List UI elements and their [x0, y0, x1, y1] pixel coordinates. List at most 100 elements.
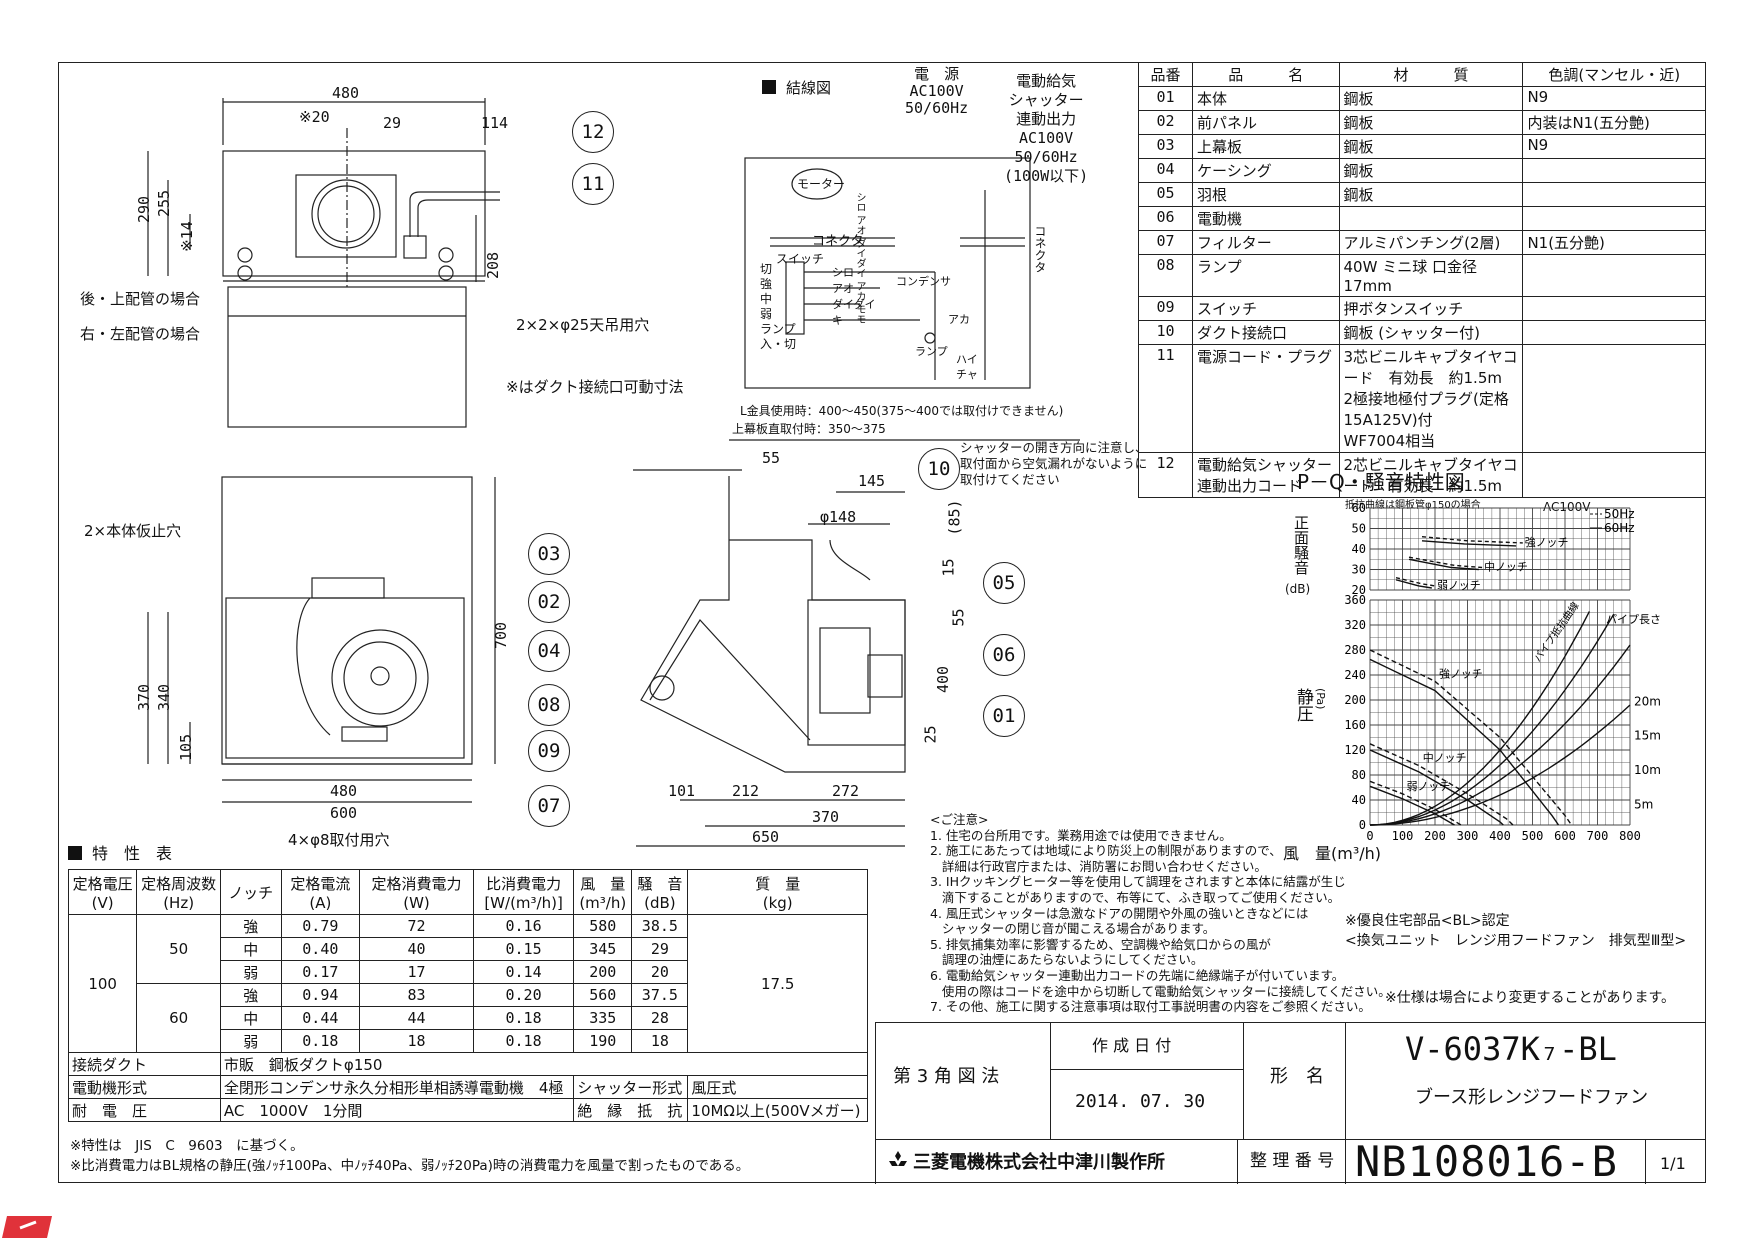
parts-cell: フィルター	[1192, 230, 1340, 255]
caution-line: 2. 施工にあたっては地域により防災上の制限がありますので、	[930, 843, 1282, 859]
spec-extra-row: 接続ダクト市販 鋼板ダクトφ150	[68, 1052, 869, 1076]
part-bubble: 11	[572, 163, 614, 205]
caution-line: 調理の油煙にあたらないようにしてください。	[930, 952, 1204, 968]
label-temp-holes: 2×本体仮止穴	[84, 522, 182, 540]
caution-line: 滴下することがありますので、布等にて、ふき取ってご使用ください。	[930, 889, 1341, 905]
noise-tick-label: 20	[1352, 583, 1366, 597]
parts-cell: 鋼板 (シャッター付)	[1338, 320, 1524, 345]
spec-cell: 28	[631, 1006, 689, 1030]
spec-header-cell: ノッチ	[219, 869, 282, 915]
title-block: 第 3 角 図 法 作 成 日 付 2014. 07. 30 形 名 V-603…	[875, 1022, 1706, 1184]
parts-cell: 07	[1137, 230, 1194, 255]
spec-cell: 弱	[219, 960, 282, 984]
noise-curve-50hz	[1408, 556, 1483, 569]
spec-change-note: ※仕様は場合により変更することがあります。	[1385, 990, 1676, 1006]
dim-label: 212	[732, 782, 760, 800]
spec-cell: 72	[359, 914, 474, 938]
pipe-length-title: パイプ長さ	[1606, 613, 1660, 626]
spec-cell: 83	[359, 983, 474, 1007]
part-bubble: 01	[983, 695, 1025, 737]
spec-header-cell: 比消費電力 [W/(m³/h)]	[472, 869, 575, 915]
spec-cell: 0.16	[472, 914, 575, 938]
parts-cell	[1522, 158, 1706, 183]
parts-cell: 鋼板	[1338, 134, 1524, 159]
spec-cell: 37.5	[631, 983, 689, 1007]
x-tick-label: 700	[1587, 829, 1609, 843]
dim-label: 700	[492, 621, 511, 650]
chart-power: AC100V	[1543, 500, 1591, 514]
spec-table: 定格電圧 (V)定格周波数 (Hz)ノッチ定格電流 (A)定格消費電力 (W)比…	[67, 869, 869, 1122]
pressure-tick-label: 0	[1359, 818, 1366, 832]
bracket-note-1: L金具使用時：400～450(375～400では取付けできません)	[740, 404, 1064, 418]
resistance-curve	[1369, 704, 1631, 826]
spec-mass: 17.5	[687, 914, 868, 1053]
dim-label: 370	[812, 808, 840, 826]
dim-label: 480	[332, 84, 360, 102]
spec-cell: 18	[631, 1029, 689, 1053]
dim-label: ※20	[299, 108, 330, 126]
pipe-length-label: 20m	[1634, 694, 1660, 708]
dim-label: 105	[177, 733, 196, 762]
side-view-outline	[633, 439, 1080, 847]
parts-cell: 08	[1137, 254, 1194, 297]
label-rear-piping: 後・上配管の場合	[80, 290, 201, 308]
pressure-tick-label: 280	[1344, 643, 1366, 657]
part-bubble: 07	[528, 785, 570, 827]
noise-curve-60hz	[1421, 540, 1517, 547]
corner-logo-icon	[2, 1216, 52, 1238]
dim-label: 480	[330, 782, 358, 800]
parts-header-row: 品番品 名材 質色調(マンセル・近)	[1137, 62, 1706, 87]
serial-label: 整 理 番 号	[1250, 1151, 1335, 1171]
spec-cell: 0.18	[280, 1029, 361, 1053]
spec-voltage: 100	[67, 914, 138, 1053]
model-label: 形 名	[1270, 1066, 1324, 1087]
resistance-curve	[1369, 613, 1615, 826]
connector-label: コネクタ	[812, 234, 864, 249]
part-bubble: 03	[528, 533, 570, 575]
dim-label: 272	[832, 782, 860, 800]
part-bubble: 12	[572, 111, 614, 153]
spec-header-cell: 風 量 (m³/h)	[573, 869, 633, 915]
spec-footnote-2: ※比消費電力はBL規格の静圧(強ﾉｯﾁ100Pa、中ﾉｯﾁ40Pa、弱ﾉｯﾁ20…	[70, 1158, 750, 1174]
parts-cell: N1(五分艶)	[1522, 230, 1706, 255]
spec-frequency: 60	[136, 983, 221, 1053]
spec-cell: 0.15	[472, 937, 575, 961]
dim-label: 114	[481, 114, 509, 132]
spec-header-cell: 定格周波数 (Hz)	[136, 869, 221, 915]
noise-tick-label: 40	[1352, 542, 1366, 556]
pressure-unit: (Pa)	[1314, 688, 1327, 710]
dim-label: 25	[921, 725, 940, 744]
parts-header-cell: 材 質	[1338, 62, 1524, 87]
spec-header-cell: 質 量 (kg)	[687, 869, 868, 915]
x-tick-label: 100	[1392, 829, 1414, 843]
spec-cell: 0.94	[280, 983, 361, 1007]
serial-number: NB108016-B	[1355, 1137, 1618, 1186]
caution-line: 7. その他、施工に関する注意事項は取付工事説明書の内容をご参照ください。	[930, 999, 1371, 1015]
noise-tick-label: 50	[1352, 522, 1366, 536]
spec-cell: 18	[359, 1029, 474, 1053]
noise-series-label: 強ノッチ	[1525, 536, 1569, 549]
wiring-title: 結線図	[762, 80, 831, 96]
parts-cell: 鋼板	[1338, 86, 1524, 111]
dim-label: 208	[484, 251, 503, 280]
page-number: 1/1	[1660, 1154, 1686, 1173]
parts-header-cell: 品 名	[1192, 62, 1340, 87]
parts-cell: スイッチ	[1192, 296, 1340, 321]
spec-cell: 0.40	[280, 937, 361, 961]
chart-xlabel: 風 量(m³/h)	[1283, 844, 1382, 863]
lamp-label: ランプ	[915, 345, 948, 358]
noise-curve-60hz	[1408, 558, 1479, 571]
pressure-tick-label: 160	[1344, 718, 1366, 732]
parts-cell: 鋼板	[1338, 158, 1524, 183]
